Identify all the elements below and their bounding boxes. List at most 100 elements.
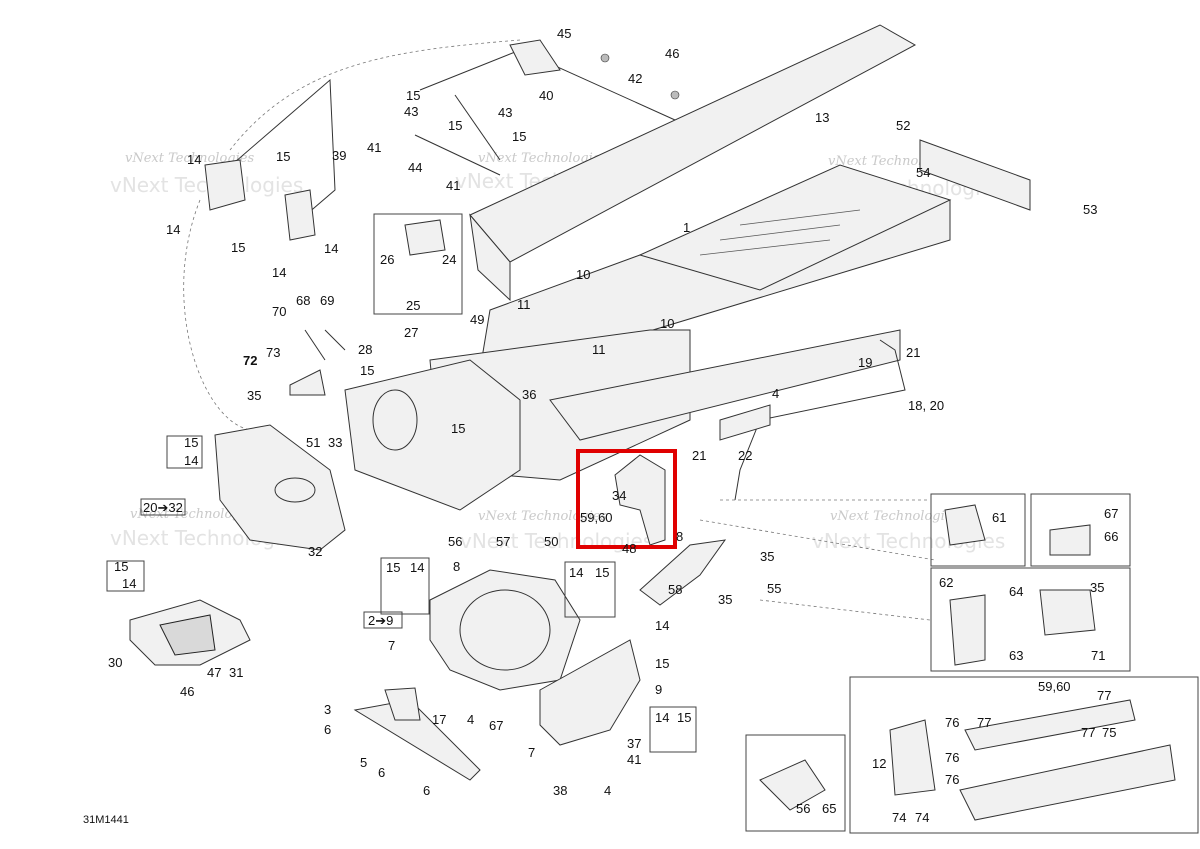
callout-15: 15 [360,363,374,378]
callout-76: 76 [945,715,959,730]
callout-51: 51 [306,435,320,450]
link-69 [324,329,346,351]
plate-hole [274,477,316,503]
callout-9: 9 [655,682,662,697]
callout-74: 74 [892,810,906,825]
callout-4: 4 [772,386,779,401]
front-bulkhead-body [344,359,521,511]
steering-arm [219,78,336,221]
callout-76: 76 [945,772,959,787]
detail-box-24-26 [373,213,463,315]
watermark-text: vNext Technologies [130,507,259,522]
callout-box-14-15 [649,706,697,753]
callout-46: 46 [180,684,194,699]
rear-bar [734,339,906,501]
callout-77: 77 [1097,688,1111,703]
callout-63: 63 [1009,648,1023,663]
highlighted-part-region [576,449,677,549]
callout-56: 56 [796,801,810,816]
callout-71: 71 [1091,648,1105,663]
callout-13: 13 [815,110,829,125]
callout-14: 14 [184,453,198,468]
callout-15: 15 [406,88,420,103]
callout-40: 40 [539,88,553,103]
callout-34: 34 [612,488,626,503]
tunnel-rib [719,224,841,241]
callout-77: 77 [1081,725,1095,740]
callout-5: 5 [360,755,367,770]
bracket-72 [289,369,326,396]
callout-67: 67 [1104,506,1118,521]
callout-21: 21 [692,448,706,463]
skid-bracket-30 [129,599,251,666]
callout-14: 14 [272,265,286,280]
callout-15: 15 [231,240,245,255]
callout-6: 6 [423,783,430,798]
callout-74: 74 [915,810,929,825]
callout-64: 64 [1009,584,1023,599]
callout-box-15-14 [380,557,430,615]
panel-59-60 [964,699,1136,751]
callout-6: 6 [378,765,385,780]
callout-76: 76 [945,750,959,765]
callout-56: 56 [448,534,462,549]
highlight-box [576,449,677,549]
callout-32: 32 [308,544,322,559]
callout-24: 24 [442,252,456,267]
callout-15: 15 [114,559,128,574]
detail-box-61 [930,493,1026,567]
callout-box-20-32 [140,498,186,516]
callout-14: 14 [166,222,180,237]
callout-61: 61 [992,510,1006,525]
guide-line [229,39,521,151]
callout-4: 4 [604,783,611,798]
tie-rod-44 [414,134,501,176]
callout-15: 15 [448,118,462,133]
callout-54: 54 [916,165,930,180]
callout-15: 15 [595,565,609,580]
tunnel-rib [699,239,831,256]
callout-10: 10 [660,316,674,331]
callout-14: 14 [410,560,424,575]
callout-37: 37 [627,736,641,751]
callout-44: 44 [408,160,422,175]
callout-box-2-9 [363,611,403,629]
watermark-text: vNext Technologies [478,509,607,524]
bracket-71 [1039,589,1096,636]
callout-20-32: 20➔32 [143,500,183,515]
callout-8: 8 [676,529,683,544]
callout-41: 41 [627,752,641,767]
callout-31: 31 [229,665,243,680]
callout-11: 11 [517,297,531,312]
callout-66: 66 [1104,529,1118,544]
lower-frame-8 [429,569,581,691]
callout-50: 50 [544,534,558,549]
chassis-side [549,329,901,441]
callout-65: 65 [822,801,836,816]
callout-58: 58 [668,582,682,597]
callout-labels: 45 46 42 40 13 15 43 15 43 15 41 44 41 3… [83,26,1118,826]
frame-opening [459,589,551,671]
callout-55: 55 [767,581,781,596]
detail-boxes [106,213,1199,834]
link-68 [304,329,326,361]
callout-box-15-14 [166,435,203,469]
callout-7: 7 [528,745,535,760]
bulkhead-hole [372,389,418,451]
callout-14: 14 [324,241,338,256]
callout-43: 43 [498,105,512,120]
plate-17 [384,687,421,721]
callout-15: 15 [677,710,691,725]
callout-42: 42 [628,71,642,86]
bolt-icon [600,53,610,63]
callout-14: 14 [655,618,669,633]
callout-77: 77 [977,715,991,730]
callout-14: 14 [569,565,583,580]
guide-line [183,199,251,431]
tunnel-deck [638,164,952,291]
tunnel-side-panel [469,213,511,302]
callout-1: 1 [683,220,690,235]
callout-59-60: 59,60 [1038,679,1071,694]
callout-30: 30 [108,655,122,670]
callout-17: 17 [432,712,446,727]
